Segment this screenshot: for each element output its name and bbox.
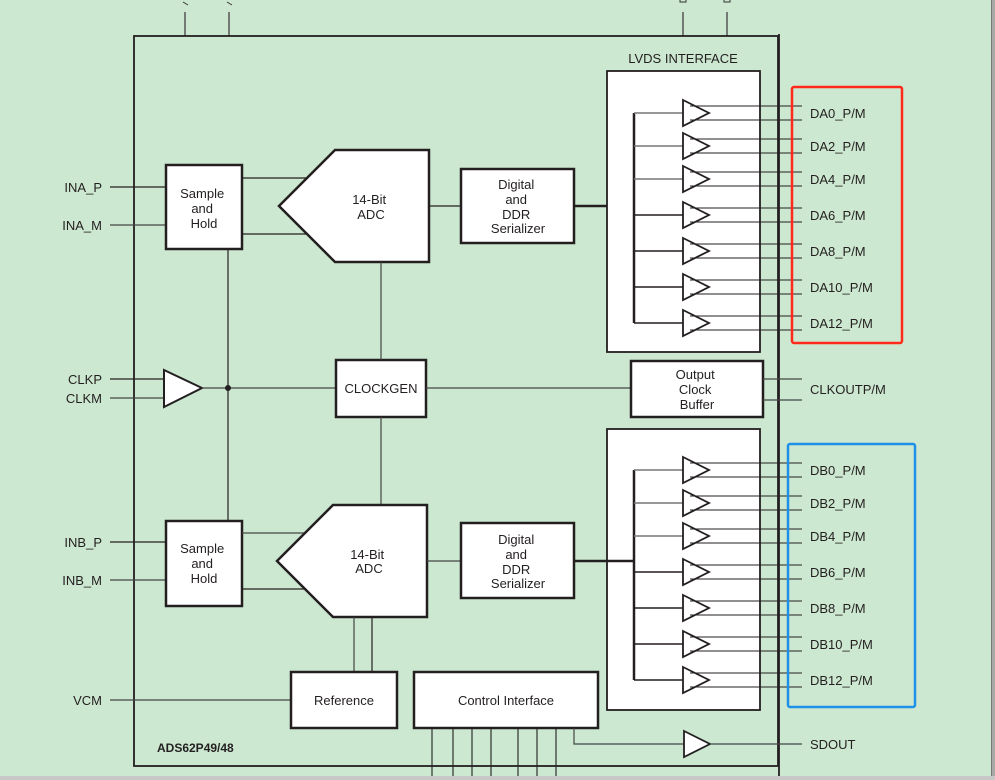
adc-a-text: 14-Bit ADC [352, 192, 390, 222]
chip-outline [133, 35, 779, 767]
output-clock-buffer-text: Output Clock Buffer [676, 367, 719, 412]
sample-hold-b[interactable] [164, 519, 244, 608]
channel-b-highlight [786, 442, 917, 709]
lvds-a-output-label: DA4_P/M [810, 172, 866, 187]
sdout-buffer [683, 729, 713, 759]
sample-hold-a-text: Sample and Hold [180, 186, 228, 231]
top-pins [184, 12, 728, 36]
control-interface-block[interactable] [412, 670, 600, 730]
lvds-b-output-label: DB0_P/M [810, 463, 866, 478]
lvds-a-output-label: DA10_P/M [810, 280, 873, 295]
clockgen-block[interactable] [334, 358, 428, 419]
reference-block[interactable] [289, 670, 399, 730]
lvds-interface-title: LVDS INTERFACE [628, 51, 738, 66]
lvds-b-drivers: DB0_P/M DB2_P/M DB4_P/M DB6_P/M DB8_P/M DB10_… [632, 455, 873, 695]
channel-a: INA_P INA_M Sample and Hold 14-Bit ADC D… [62, 148, 634, 264]
right-scroll-edge [991, 0, 995, 776]
clkm-label: CLKM [66, 391, 102, 406]
lvds-b-output-label: DB4_P/M [810, 529, 866, 544]
lvds-a-output-label: DA2_P/M [810, 139, 866, 154]
adc-b[interactable] [275, 503, 429, 619]
ina-m-label: INA_M [62, 218, 102, 233]
part-number: ADS62P49/48 [157, 741, 234, 755]
inb-p-label: INB_P [64, 535, 102, 550]
control-bus-lines [431, 728, 557, 780]
inb-m-label: INB_M [62, 573, 102, 588]
clockgen-label: CLOCKGEN [345, 381, 418, 396]
sdout-label: SDOUT [810, 737, 856, 752]
clock-path: CLKP CLKM CLOCKGEN Output Clock Buffer C… [66, 249, 886, 521]
clkp-label: CLKP [68, 372, 102, 387]
lvds-a-output-label: DA6_P/M [810, 208, 866, 223]
clock-input-buffer [163, 368, 205, 409]
lvds-a-output-label: DA8_P/M [810, 244, 866, 259]
serializer-b-text: Digital and DDR Serializer [491, 532, 546, 591]
clkout-label: CLKOUTP/M [810, 382, 886, 397]
lvds-a-output-label: DA0_P/M [810, 106, 866, 121]
serializer-a[interactable] [459, 167, 576, 245]
lvds-b-output-label: DB10_P/M [810, 637, 873, 652]
serializer-a-text: Digital and DDR Serializer [491, 177, 546, 236]
reference-control: VCM Reference Control Interface SDOUT AD… [73, 617, 856, 780]
serializer-b[interactable] [459, 521, 576, 600]
ina-p-label: INA_P [64, 180, 102, 195]
lvds-b-output-label: DB12_P/M [810, 673, 873, 688]
sample-hold-b-text: Sample and Hold [180, 541, 228, 586]
sample-hold-a[interactable] [164, 163, 244, 251]
lvds-b-output-label: DB6_P/M [810, 565, 866, 580]
channel-b: INB_P INB_M Sample and Hold 14-Bit ADC D… [62, 503, 634, 619]
top-pin-marks [182, 0, 731, 6]
lvds-a-output-label: DA12_P/M [810, 316, 873, 331]
bottom-strip [0, 776, 995, 780]
adc-a[interactable] [277, 148, 431, 264]
output-clock-buffer[interactable] [629, 359, 765, 419]
reference-label: Reference [314, 693, 374, 708]
adc-b-text: 14-Bit ADC [350, 547, 388, 576]
lvds-a-drivers: DA0_P/M DA2_P/M DA4_P/M DA6_P/M DA8_P/M DA10_… [632, 98, 873, 338]
lvds-b-output-label: DB2_P/M [810, 496, 866, 511]
vcm-label: VCM [73, 693, 102, 708]
channel-a-highlight [790, 85, 904, 345]
lvds-b-output-label: DB8_P/M [810, 601, 866, 616]
control-interface-label: Control Interface [458, 693, 554, 708]
